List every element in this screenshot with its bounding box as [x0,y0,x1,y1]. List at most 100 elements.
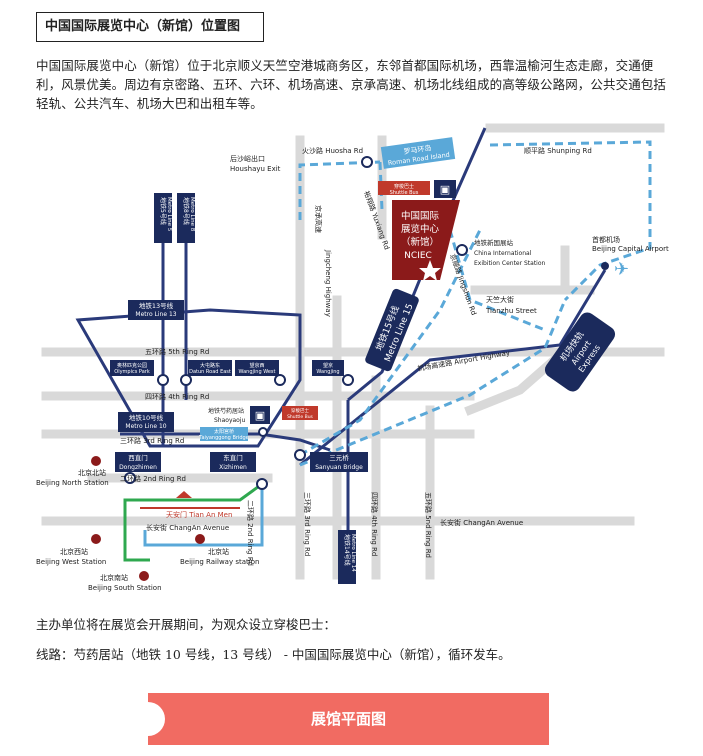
metro-14-badge: 地铁14号线 Metro Line 14 [338,530,356,584]
bj-west-cn: 北京西站 [60,547,88,556]
svg-text:地铁13号线: 地铁13号线 [139,301,174,310]
xizhimen-badge: 东直门 Xizhimen [210,452,256,472]
ring2v-label: 二环路 2nd Ring Rd [246,500,255,566]
jingcheng-en: Jingcheng Highway [324,249,332,317]
shaoyaoju-cn: 地铁芍药居站 [208,407,244,415]
svg-text:地铁8号线: 地铁8号线 [182,197,190,225]
svg-text:Wangjing West: Wangjing West [238,369,275,375]
metro-15-badge: 地铁15号线 Metro Line 15 [365,288,419,372]
bus-icon: ▣ [440,183,450,196]
metro-13-badge: 地铁13号线 Metro Line 13 [128,300,184,320]
datun-badge: 大屯路东 Datun Road East [188,360,232,376]
svg-text:穿梭巴士: 穿梭巴士 [394,183,414,190]
svg-text:Metro Line 8: Metro Line 8 [189,197,195,232]
tiananmen-icon [176,491,192,498]
metro-line-1 [143,488,264,547]
metro-8-badge: 地铁8号线 Metro Line 8 [177,193,195,243]
rail-station-icon [91,456,101,466]
ring4v-label: 四环路 4th Ring Rd [370,492,379,556]
ring4-label: 四环路 4th Ring Rd [145,392,209,401]
metro-line-2 [123,482,263,562]
plane-icon: ✈ [614,259,629,280]
nciec-cn1: 中国国际 [401,210,440,222]
tiananmen-label: 天安门 Tian An Men [166,510,232,519]
bj-north-en: Beijing North Station [36,479,109,487]
svg-text:大屯路东: 大屯路东 [200,362,220,369]
metro-10-badge: 地铁10号线 Metro Line 10 [118,412,174,432]
svg-text:Olympics Park: Olympics Park [114,369,150,375]
wangjing-badge: 望京 Wangjing [312,360,344,376]
svg-text:穿梭巴士: 穿梭巴士 [291,407,309,414]
svg-text:望京西: 望京西 [249,362,264,369]
bj-west-en: Beijing West Station [36,558,106,566]
svg-text:Shuttle Bus: Shuttle Bus [390,190,419,196]
ring2-label: 二环路 2nd Ring Rd [120,474,186,483]
tianzhu-en: Tianzhu Street [485,307,537,315]
svg-text:三元桥: 三元桥 [329,453,349,462]
nciec-block: 中国国际 展览中心 （新馆） NCIEC [392,200,460,281]
svg-text:Metro Line 14: Metro Line 14 [350,534,356,572]
svg-text:罗马环岛: 罗马环岛 [403,143,432,156]
svg-text:太阳宫桥: 太阳宫桥 [214,428,234,435]
olympics-badge: 奥林匹克公园 Olympics Park [110,360,154,376]
shunping-label: 顺平路 Shunping Rd [524,146,592,155]
svg-text:奥林匹克公园: 奥林匹克公园 [117,362,147,369]
rail-station-icon [139,571,149,581]
taiyanggong-badge: 太阳宫桥 Taiyanggong Bridge [198,427,249,441]
svg-text:东直门: 东直门 [223,453,243,462]
shuttle-bus-badge: 穿梭巴士 Shuttle Bus ▣ [378,180,456,198]
floor-plan-button-label: 展馆平面图 [310,710,386,728]
svg-text:Shuttle Bus: Shuttle Bus [287,414,313,420]
shuttle-note: 主办单位将在展览会开展期间，为观众设立穿梭巴士： [36,617,337,632]
houshayu-cn: 后沙峪出口 [230,154,265,163]
shuttle-bus-badge-2: ▣ 穿梭巴士 Shuttle Bus [250,406,318,424]
svg-text:Xizhimen: Xizhimen [219,464,247,471]
svg-text:地铁5号线: 地铁5号线 [159,197,167,225]
floor-plan-button[interactable]: 展馆平面图 [131,693,549,745]
changan-label-2: 长安街 ChangAn Avenue [440,518,523,527]
shuttle-routes [298,140,652,467]
star-icon [419,260,441,281]
bj-south-cn: 北京南站 [100,573,128,582]
rail-station-icon [91,534,101,544]
houshayu-en: Houshayu Exit [230,165,281,173]
changan-label: 长安街 ChangAn Avenue [146,523,229,532]
sanyuan-badge: 三元桥 Sanyuan Bridge [310,452,368,472]
svg-text:地铁14号线: 地铁14号线 [343,534,351,566]
station-en1: China International [474,250,532,257]
bus-icon: ▣ [255,409,265,422]
dongzhimen-badge: 西直门 Dongzhimen [115,452,161,472]
wangjing-west-badge: 望京西 Wangjing West [235,360,279,376]
bj-rail-en: Beijing Railway station [180,558,259,566]
svg-text:望京: 望京 [323,362,333,369]
ring3v-label: 三环路 3rd Ring Rd [303,492,312,556]
huosha-label: 火沙路 Huosha Rd [302,146,363,155]
station-en2: Exibition Center Station [474,260,546,267]
svg-text:Datun Road East: Datun Road East [189,369,231,375]
svg-text:Sanyuan Bridge: Sanyuan Bridge [315,464,363,471]
nciec-cn3: （新馆） [401,236,439,248]
ring5-label: 五环路 5th Ring Rd [145,347,209,356]
metro-5-badge: 地铁5号线 Metro Line 5 [154,193,172,243]
ring3-label: 三环路 3rd Ring Rd [120,436,184,445]
svg-text:地铁10号线: 地铁10号线 [129,413,164,422]
airport-express-badge: 机场快轨 Airport Express [544,312,616,392]
bj-south-en: Beijing South Station [88,584,162,592]
svg-text:Metro Line 5: Metro Line 5 [166,197,172,232]
bj-rail-cn: 北京站 [208,547,229,556]
svg-text:Metro Line 13: Metro Line 13 [135,311,176,318]
capital-airport-dot [601,262,609,270]
svg-text:Dongzhimen: Dongzhimen [119,464,157,471]
location-map: 中国国际 展览中心 （新馆） NCIEC 穿梭巴士 Shuttle Bus ▣ … [36,123,669,592]
rail-station-icon [195,534,205,544]
svg-text:Metro Line 10: Metro Line 10 [125,423,166,430]
svg-text:Wangjing: Wangjing [316,369,339,375]
bj-north-cn: 北京北站 [78,468,106,477]
yuxiang-label: 裕翔路 Yuxiang Rd [362,190,392,251]
nciec-cn2: 展览中心 [401,223,440,235]
station-cn: 地铁新国展站 [474,238,514,247]
button-notch [131,702,165,736]
roman-road-island: 罗马环岛 Roman Road Island [380,137,456,169]
svg-text:Taiyanggong Bridge: Taiyanggong Bridge [198,435,249,441]
route-note: 线路：芍药居站（地铁 10 号线，13 号线） - 中国国际展览中心（新馆），循… [36,647,511,662]
